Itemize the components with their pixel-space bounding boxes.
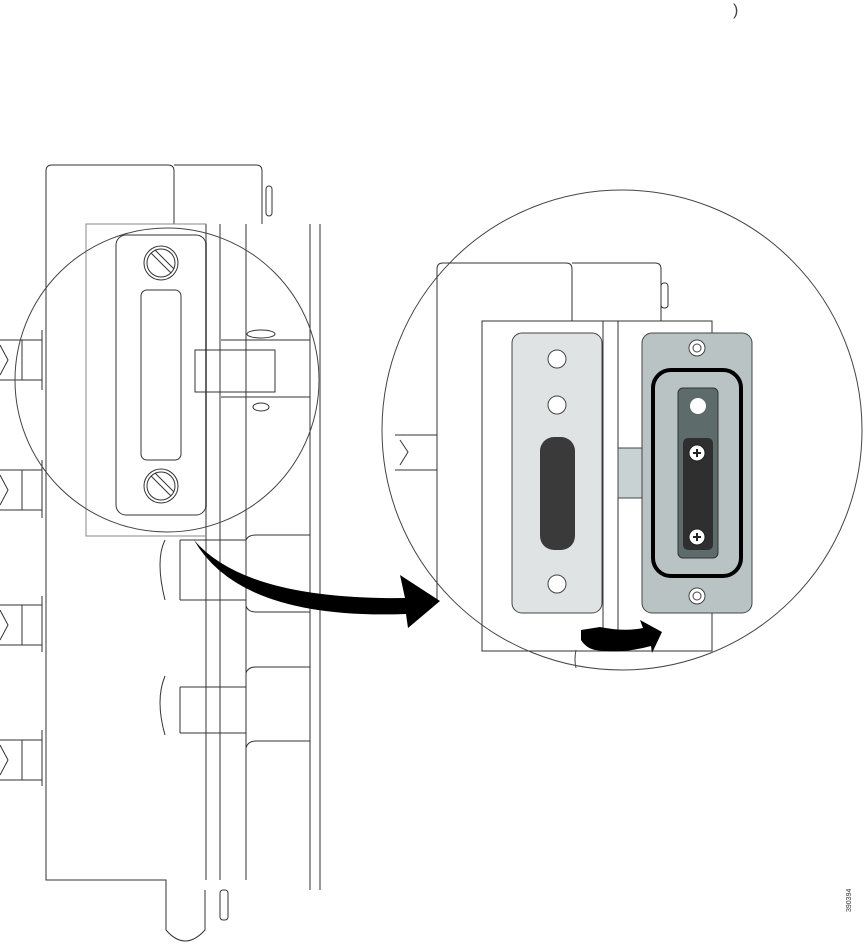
stray-mark: ) [733,2,739,19]
figure-id-label: 390394 [846,888,853,912]
chassis-body [45,164,206,942]
detail-circle-large [381,189,863,671]
rotation-arrow-icon [581,620,662,653]
enlarged-view [395,262,753,669]
detail-circle-small [14,227,320,533]
release-latch-highlight [651,368,743,578]
screw-icon [688,444,706,462]
screw-icon [688,528,706,546]
curved-arrow-icon [194,540,440,628]
left-connectors [0,330,47,786]
